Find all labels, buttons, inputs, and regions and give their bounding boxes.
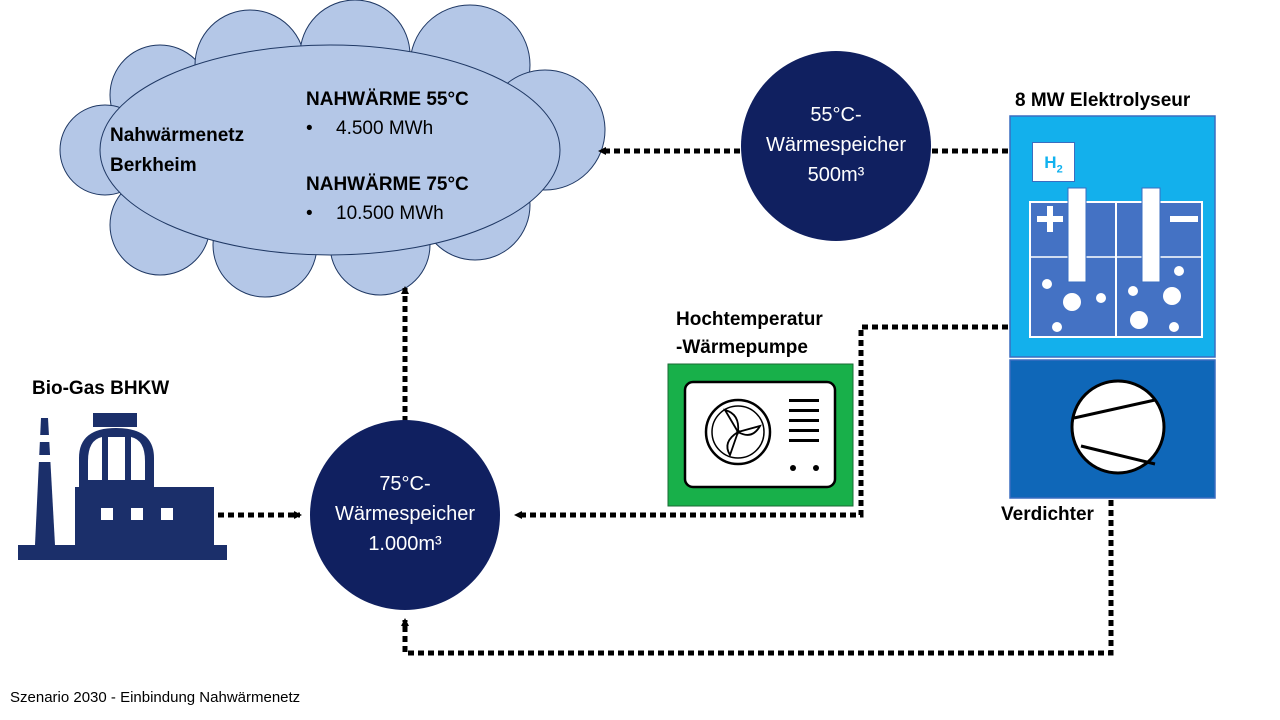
storage-75-line1: 75°C- [379, 473, 431, 495]
heat-55-item: • 4.500 MWh [306, 118, 433, 140]
h2-subscript: 2 [1056, 163, 1063, 176]
heatpump-title-line2: -Wärmepumpe [676, 337, 808, 358]
heat-75-value: 10.500 MWh [336, 203, 444, 224]
district-heating-cloud [59, 0, 606, 298]
heat-pump-icon [667, 363, 854, 507]
storage-55-line1: 55°C- [810, 104, 862, 126]
storage-75-line3: 1.000m³ [368, 533, 442, 555]
network-name-line2: Berkheim [110, 155, 197, 176]
heat-75-title: NAHWÄRME 75°C [306, 174, 469, 195]
storage-75-label: 75°C- Wärmespeicher 1.000m³ [310, 469, 500, 559]
heat-55-value: 4.500 MWh [336, 118, 434, 139]
network-name-line1: Nahwärmenetz [110, 125, 245, 146]
heatpump-title-line1: Hochtemperatur [676, 309, 823, 330]
compressor-icon [1009, 359, 1216, 499]
chp-title: Bio-Gas BHKW [32, 378, 170, 399]
heat-55-title: NAHWÄRME 55°C [306, 89, 469, 110]
heatpump-title: Hochtemperatur -Wärmepumpe [676, 306, 823, 362]
h2-symbol-box: H2 [1032, 142, 1075, 182]
connector-electrolyzer-via-heatpump-to-storage75 [514, 324, 1008, 519]
storage-75-line2: Wärmespeicher [334, 503, 476, 525]
storage-55-label: 55°C- Wärmespeicher 500m³ [741, 100, 931, 190]
storage-55-circle [741, 51, 931, 241]
chp-plant-icon [18, 413, 227, 560]
scenario-footer: Szenario 2030 - Einbindung Nahwärmenetz [10, 689, 301, 706]
bullet-glyph: • [306, 203, 313, 224]
storage-55-line3: 500m³ [807, 164, 865, 186]
electrolyzer-title: 8 MW Elektrolyseur [1015, 90, 1191, 111]
flow-connectors [218, 147, 1114, 656]
storage-55-line2: Wärmespeicher [765, 134, 907, 156]
compressor-title: Verdichter [1001, 504, 1094, 525]
storage-75-circle [310, 420, 500, 610]
heat-75-item: • 10.500 MWh [306, 203, 444, 225]
network-name: Nahwärmenetz Berkheim [110, 121, 244, 181]
connector-compressor-to-storage75 [401, 500, 1114, 656]
bullet-glyph: • [306, 118, 313, 139]
h2-symbol: H [1044, 153, 1057, 172]
